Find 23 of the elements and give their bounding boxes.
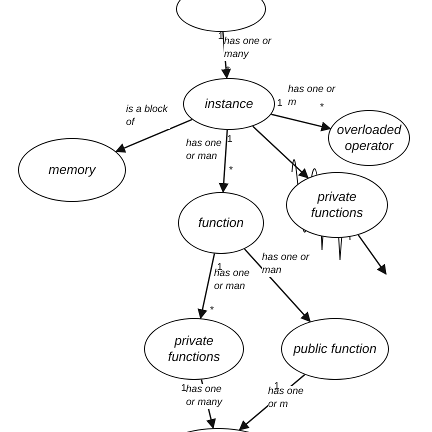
edge-label: has one or man: [262, 252, 312, 277]
arrow: [115, 118, 192, 153]
multiplicity-label: 1: [277, 99, 283, 109]
node-text: overloaded operator: [336, 122, 402, 154]
arrow: [271, 114, 332, 132]
arrow: [198, 253, 216, 320]
node-text: instance: [204, 96, 254, 112]
node-text: function: [197, 214, 245, 232]
node-text: private functions: [166, 332, 222, 366]
multiplicity-label: *: [210, 306, 214, 316]
arrow: [358, 234, 387, 275]
node-text: public function: [292, 340, 378, 358]
multiplicity-label: 1: [181, 384, 187, 394]
multiplicity-label: *: [320, 103, 324, 113]
arrow: [244, 248, 311, 322]
node-text: memory: [48, 162, 97, 178]
edge-label: is a block of: [126, 104, 170, 129]
multiplicity-label: 1: [218, 32, 224, 42]
arrow: [218, 130, 229, 194]
arrow: [252, 126, 309, 179]
multiplicity-label: 1: [227, 135, 233, 145]
multiplicity-label: *: [229, 166, 233, 176]
node-text: private functions: [310, 188, 364, 222]
